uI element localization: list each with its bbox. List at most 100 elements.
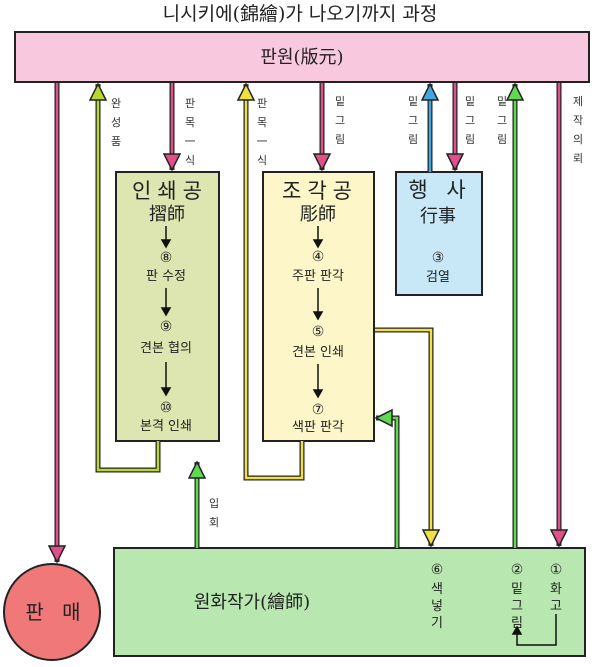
artist-step: ② 밑그림 (511, 562, 524, 631)
label-finished: 완성품 (111, 97, 121, 148)
arrow-carver-to-artist-head (421, 529, 441, 548)
label-block-set-publisher-char: 목 (257, 116, 267, 129)
arrow-censor-to-publisher (420, 82, 440, 172)
printer-step-label: 견본 협의 (140, 341, 192, 356)
label-draft-artist: 밑그림 (497, 95, 507, 146)
label-draft-censor-up-char: 밑 (408, 95, 418, 108)
label-draft-censor-down-char: 밑 (465, 95, 475, 108)
label-commission-char: 작 (573, 114, 583, 127)
censor-step-num: ③ (432, 250, 445, 266)
printer-title: 인쇄공 (132, 179, 208, 203)
arrow-publisher-to-carver-head (312, 153, 332, 172)
arrow-artist-to-publisher (505, 82, 525, 548)
sale-label: 판 매 (25, 600, 86, 624)
artist-label: 원화작가(繪師) (194, 592, 310, 613)
label-finished-char: 품 (111, 135, 121, 148)
arrow-printer-to-publisher-head (88, 82, 108, 101)
label-block-set-printer-char: 판 (185, 97, 195, 110)
arrow-censor-to-publisher-head (420, 82, 440, 101)
label-draft-artist-char: 림 (497, 133, 507, 146)
label-draft-censor-up-char: 림 (408, 133, 418, 146)
printer-step-label: 본격 인쇄 (140, 419, 192, 434)
artist-step-char: 고 (550, 599, 562, 614)
label-draft-censor-down: 밑그림 (465, 95, 475, 146)
censor-hanja: 行事 (420, 206, 456, 227)
arrow-carver-to-artist-line (375, 328, 433, 546)
artist-step-num: ⑥ (431, 562, 444, 578)
carver-hanja: 彫師 (300, 204, 336, 225)
printer-step-num: ⑩ (160, 400, 173, 416)
arrow-artist-to-carver-line (376, 416, 399, 548)
label-draft-carver: 밑그림 (335, 95, 345, 146)
artist-step-num: ① (550, 562, 563, 578)
flow-arrows (47, 82, 569, 564)
arrow-carver-to-publisher (236, 82, 305, 481)
artist-step-char: 색 (431, 582, 443, 597)
arrow-carver-to-publisher-line (244, 84, 304, 480)
arrow-publisher-to-printer (162, 83, 182, 172)
label-attendance: 입회 (209, 497, 219, 529)
arrow-publisher-to-artist (549, 83, 569, 548)
arrow-publisher-to-censor-head (445, 153, 465, 172)
printer-hanja: 摺師 (149, 204, 185, 225)
artist-step-char: 그 (511, 599, 523, 614)
arrow-artist-to-printer (187, 460, 207, 548)
label-finished-char: 성 (111, 116, 121, 129)
label-draft-censor-down-char: 림 (465, 133, 475, 146)
label-draft-censor-up-char: 그 (408, 114, 418, 127)
arrow-carver-to-artist (375, 327, 441, 548)
arrow-carver-to-artist-outline (375, 327, 434, 546)
arrow-printer-to-publisher-line (96, 84, 160, 472)
censor-step-label: 검열 (426, 270, 450, 285)
artist-step: ①화고 (550, 562, 563, 614)
carver-step-num: ④ (312, 249, 325, 265)
label-draft-carver-char: 밑 (335, 95, 345, 108)
label-draft-carver-char: 그 (335, 114, 345, 127)
label-block-set-printer-char: 식 (185, 154, 195, 167)
arrow-printer-to-publisher (88, 82, 161, 473)
label-commission-char: 제 (573, 95, 583, 108)
artist-step-char: 림 (511, 616, 523, 631)
carver-step-label: 주판 판각 (292, 269, 344, 284)
censor-title: 행 사 (408, 178, 471, 202)
printer-internal-arrows (160, 226, 172, 397)
artist-step-num: ② (511, 562, 524, 578)
arrow-artist-to-carver-head (374, 408, 393, 428)
artist-loop-arrow (511, 614, 557, 646)
printer-box (115, 171, 220, 442)
arrow-artist-to-printer-head (187, 460, 207, 479)
arrow-publisher-to-printer-head (162, 153, 182, 172)
arrow-publisher-to-artist-head (549, 529, 569, 548)
arrow-publisher-to-censor (445, 83, 465, 172)
arrow-artist-to-carver-outline (376, 415, 400, 548)
arrow-publisher-to-carver (312, 83, 332, 172)
label-draft-censor-down-char: 그 (465, 114, 475, 127)
label-commission-char: 뢰 (573, 152, 583, 165)
arrow-publisher-to-sale-head (47, 545, 67, 564)
arrow-artist-to-publisher-head (505, 82, 525, 101)
carver-title: 조각공 (282, 179, 358, 203)
artist-steps: ⑥ 색넣기 ② 밑그림 ①화고 (431, 562, 563, 631)
artist-step-char: 넣 (431, 599, 443, 614)
label-block-set-printer-char: 목 (185, 116, 195, 129)
artist-step-char: 밑 (511, 582, 523, 597)
artist-box (113, 547, 586, 657)
printer-step-label: 판 수정 (146, 269, 186, 284)
label-attendance-char: 입 (209, 497, 219, 510)
label-block-set-publisher-char: 一 (257, 135, 268, 148)
label-draft-artist-char: 밑 (497, 95, 507, 108)
label-block-set-publisher-char: 식 (257, 154, 267, 167)
carver-step-num: ⑤ (312, 324, 325, 340)
label-block-set-publisher-char: 판 (257, 97, 267, 110)
label-attendance-char: 회 (209, 516, 219, 529)
censor-box (395, 171, 483, 296)
artist-step-char: 기 (431, 616, 443, 631)
label-commission-char: 의 (573, 133, 583, 146)
arrow-artist-to-carver (374, 408, 400, 548)
carver-internal-arrows (312, 226, 324, 399)
printer-step-num: ⑨ (160, 319, 173, 335)
label-draft-artist-char: 그 (497, 114, 507, 127)
